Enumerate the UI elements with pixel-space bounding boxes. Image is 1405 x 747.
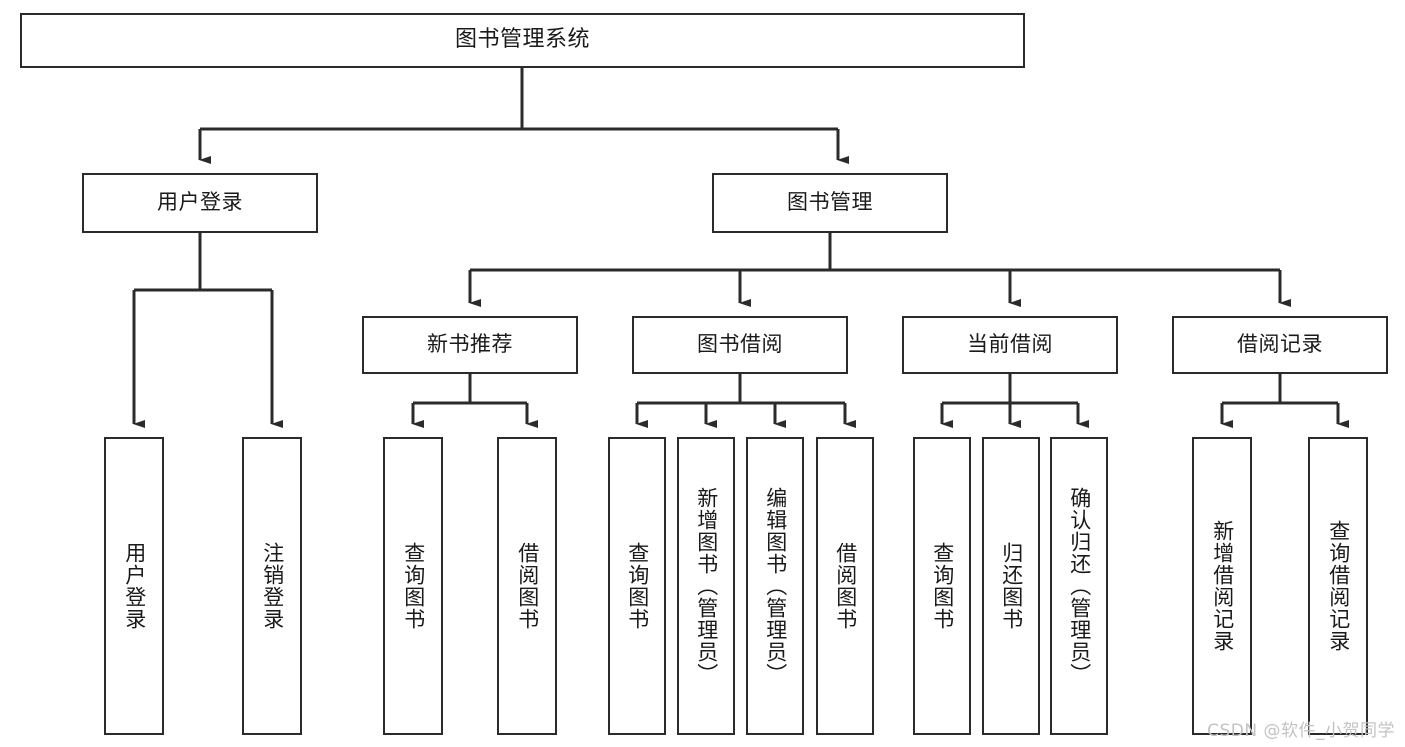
node-label: 查询图书 [625,542,650,630]
node-label: 查询图书 [401,542,426,630]
node-label: 新书推荐 [427,332,513,357]
leaf-return-book[interactable]: 归还图书 [982,437,1040,735]
node-label: 归还图书 [999,542,1024,630]
node-new-book-recommend[interactable]: 新书推荐 [362,316,578,374]
node-book-borrow[interactable]: 图书借阅 [632,316,848,374]
leaf-user-login[interactable]: 用户登录 [104,437,164,735]
node-label: 新增借阅记录 [1210,520,1235,652]
node-label: 编辑图书（管理员） [763,487,788,685]
leaf-add-book-admin[interactable]: 新增图书（管理员） [677,437,735,735]
node-label: 新增图书（管理员） [694,487,719,685]
leaf-add-borrow-record[interactable]: 新增借阅记录 [1192,437,1252,735]
leaf-new-book-query[interactable]: 查询图书 [383,437,443,735]
node-label: 图书借阅 [697,332,783,357]
node-label: 注销登录 [260,542,285,630]
leaf-new-book-borrow[interactable]: 借阅图书 [497,437,557,735]
node-book-management[interactable]: 图书管理 [712,173,948,233]
node-label: 图书管理系统 [454,27,590,53]
node-label: 当前借阅 [967,332,1053,357]
node-root-book-management-system[interactable]: 图书管理系统 [20,13,1025,68]
leaf-borrow-query-book[interactable]: 查询图书 [608,437,666,735]
leaf-logout[interactable]: 注销登录 [242,437,302,735]
node-label: 用户登录 [122,542,147,630]
leaf-query-borrow-record[interactable]: 查询借阅记录 [1308,437,1368,735]
node-user-login[interactable]: 用户登录 [82,173,318,233]
leaf-borrow-book[interactable]: 借阅图书 [816,437,874,735]
node-label: 借阅图书 [515,542,540,630]
node-label: 查询借阅记录 [1326,520,1351,652]
node-label: 查询图书 [930,542,955,630]
leaf-edit-book-admin[interactable]: 编辑图书（管理员） [746,437,804,735]
node-label: 借阅图书 [833,542,858,630]
node-borrow-record[interactable]: 借阅记录 [1172,316,1388,374]
node-label: 用户登录 [157,190,243,215]
node-current-borrow[interactable]: 当前借阅 [902,316,1118,374]
leaf-current-query-book[interactable]: 查询图书 [913,437,971,735]
node-label: 借阅记录 [1237,332,1323,357]
node-label: 图书管理 [787,190,873,215]
leaf-confirm-return-admin[interactable]: 确认归还（管理员） [1050,437,1108,735]
node-label: 确认归还（管理员） [1067,487,1092,685]
